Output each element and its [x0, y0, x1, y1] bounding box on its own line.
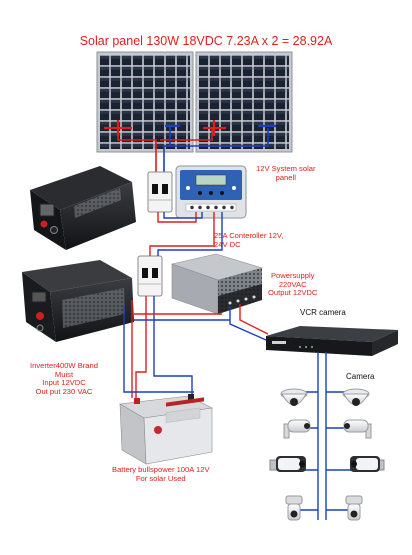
- label-controller: 25A Conteroller 12V, 24V DC: [214, 231, 284, 249]
- power-supply: [170, 253, 264, 315]
- label-vcr: VCR camera: [300, 308, 346, 317]
- diagram-title: Solar panel 130W 18VDC 7.23A x 2 = 28.92…: [79, 34, 333, 48]
- label-battery: Battery bullspower 100A 12V For solar Us…: [112, 465, 210, 483]
- camera-bullet-right: [343, 419, 372, 439]
- camera-dome-right: [342, 388, 370, 406]
- camera-ptz-right: [350, 456, 385, 472]
- label-psu-line1: Powersupply: [270, 271, 315, 280]
- label-inverter-line3: Input 12VDC: [42, 378, 86, 388]
- solar-panel-left: [96, 51, 194, 153]
- camera-turret-left: [285, 495, 303, 521]
- camera-ptz-left: [269, 456, 306, 472]
- dc-breaker-top: [147, 171, 173, 213]
- label-system-line2: panell: [275, 172, 296, 182]
- label-psu-line3: Output 12VDC: [268, 288, 318, 298]
- label-controller-line1: 25A Conteroller 12V,: [214, 231, 284, 240]
- camera-turret-right: [345, 495, 363, 521]
- label-inverter-line2: Muist: [54, 369, 74, 379]
- label-inverter-line1: Inverter400W Brand: [30, 361, 98, 370]
- label-inverter-line4: Out put 230 VAC: [35, 387, 93, 397]
- label-battery-line1: Battery bullspower 100A 12V: [112, 465, 210, 474]
- label-inverter: Inverter400W Brand Muist Input 12VDC Out…: [30, 361, 98, 397]
- camera-bullet-left: [283, 419, 311, 439]
- label-system-line1: 12V System solar: [256, 164, 316, 173]
- main-wires: [123, 212, 356, 520]
- label-powersupply: Powersupply 220VAC Output 12VDC: [268, 271, 318, 298]
- panel-wires: [104, 120, 276, 172]
- charge-controller: [175, 165, 247, 219]
- label-system: 12V System solar panell: [256, 164, 316, 182]
- label-battery-line2: For solar Used: [135, 473, 186, 483]
- inverter-large: [30, 166, 136, 250]
- vcr-recorder: [266, 326, 398, 356]
- inverter-small: [22, 260, 134, 342]
- solar-panel-right: [195, 51, 293, 153]
- camera-dome-left: [280, 388, 308, 406]
- battery: [119, 394, 213, 465]
- dc-breaker-middle: [137, 255, 163, 297]
- label-controller-line2: 24V DC: [214, 239, 241, 249]
- label-psu-line2: 220VAC: [278, 279, 307, 289]
- label-camera: Camera: [346, 372, 375, 381]
